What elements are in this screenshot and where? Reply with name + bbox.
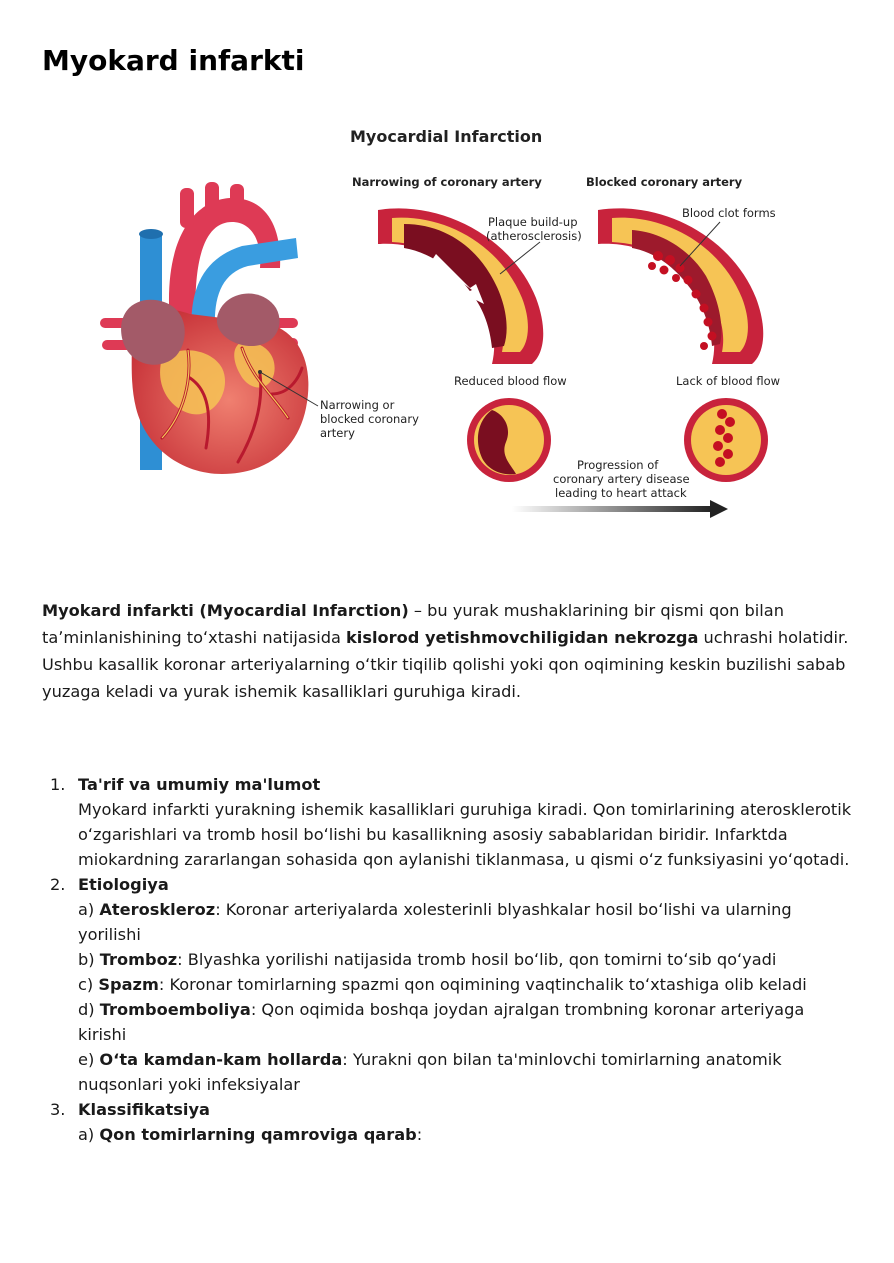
progression-line-3: leading to heart attack [555,486,687,500]
intro-text-1: – bu yurak mushaklarining bir qismi qon … [42,601,784,647]
lack-flow-label: Lack of blood flow [676,374,780,388]
lack-flow-cross-section [684,398,768,482]
clot-label: Blood clot forms [682,206,776,220]
sub-item: e) Oʻta kamdan-kam hollarda: Yurakni qon… [78,1047,854,1097]
heart-illustration [100,182,319,474]
intro-term: Myokard infarkti (Myocardial Infarction) [42,601,409,620]
sub-item-prefix: b) [78,950,100,969]
heart-label-line-3: artery [320,426,355,440]
left-atrium [216,293,280,346]
pulmonary-artery [191,238,298,340]
section-number: 1. [50,775,66,794]
heart-label-line-1: Narrowing or [320,398,395,412]
plaque-label-2: (atherosclerosis) [486,229,582,243]
narrowed-artery [378,208,544,364]
reduced-flow-label: Reduced blood flow [454,374,567,388]
sub-item-term: Qon tomirlarning qamroviga qarab [99,1125,417,1144]
section-body: Myokard infarkti yurakning ishemik kasal… [78,800,852,869]
section-item: 1. Ta'rif va umumiy ma'lumot Myokard inf… [42,772,854,872]
sub-item-prefix: a) [78,900,100,919]
heart-label-line-2: blocked coronary [320,412,419,426]
illustration-svg: Myocardial Infarction [100,127,780,518]
sub-item-text: : Koronar arteriyalarda xolesterinli bly… [78,900,792,944]
sub-item-text: : Qon oqimida boshqa joydan ajralgan tro… [78,1000,805,1044]
sub-item-prefix: d) [78,1000,100,1019]
blocked-heading: Blocked coronary artery [586,175,743,189]
sub-item-text: : [416,1125,423,1144]
narrowing-heading: Narrowing of coronary artery [352,175,542,189]
sub-item: b) Tromboz: Blyashka yorilishi natijasid… [78,947,854,972]
reduced-flow-cross-section [467,398,551,482]
section-title: Ta'rif va umumiy ma'lumot [78,775,321,794]
sub-item: a) Qon tomirlarning qamroviga qarab: [78,1122,854,1147]
intro-bold: kislorod yetishmovchiligidan nekrozga [346,628,699,647]
section-number: 2. [50,875,66,894]
blocked-artery [598,208,764,364]
sub-item-text: : Koronar tomirlarning spazmi qon oqimin… [158,975,807,994]
sub-item: d) Tromboemboliya: Qon oqimida boshqa jo… [78,997,854,1047]
sub-item-term: Tromboz [99,950,178,969]
section-number: 3. [50,1100,66,1119]
aorta [168,198,281,328]
sub-item-term: Spazm [98,975,159,994]
right-atrium [121,299,185,365]
section-item: 3. Klassifikatsiya a) Qon tomirlarning q… [42,1097,854,1147]
sub-item-text: : Blyashka yorilishi natijasida tromb ho… [177,950,777,969]
intro-text-2: uchrashi holatidir. Ushbu kasallik koron… [42,628,849,701]
sub-item-text: : Yurakni qon bilan ta'minlovchi tomirla… [78,1050,782,1094]
sub-item: a) Ateroskleroz: Koronar arteriyalarda x… [78,897,854,947]
sub-item: c) Spazm: Koronar tomirlarning spazmi qo… [78,972,854,997]
sub-item-term: Oʻta kamdan-kam hollarda [99,1050,343,1069]
section-title: Klassifikatsiya [78,1100,210,1119]
sub-item-term: Tromboemboliya [99,1000,251,1019]
myocardial-infarction-illustration: Myocardial Infarction [92,118,804,526]
section-title: Etiologiya [78,875,169,894]
page-title: Myokard infarkti [42,44,305,77]
sub-item-term: Ateroskleroz [99,900,216,919]
sub-item-prefix: c) [78,975,99,994]
section-item: 2. Etiologiya a) Ateroskleroz: Koronar a… [42,872,854,1097]
progression-line-2: coronary artery disease [553,472,690,486]
progression-arrow [512,500,728,518]
sub-item-prefix: e) [78,1050,100,1069]
figure-title: Myocardial Infarction [350,127,542,146]
section-list: 1. Ta'rif va umumiy ma'lumot Myokard inf… [42,772,854,1147]
intro-paragraph: Myokard infarkti (Myocardial Infarction)… [42,597,854,705]
progression-line-1: Progression of [577,458,659,472]
plaque-label-1: Plaque build-up [488,215,578,229]
sub-item-prefix: a) [78,1125,100,1144]
